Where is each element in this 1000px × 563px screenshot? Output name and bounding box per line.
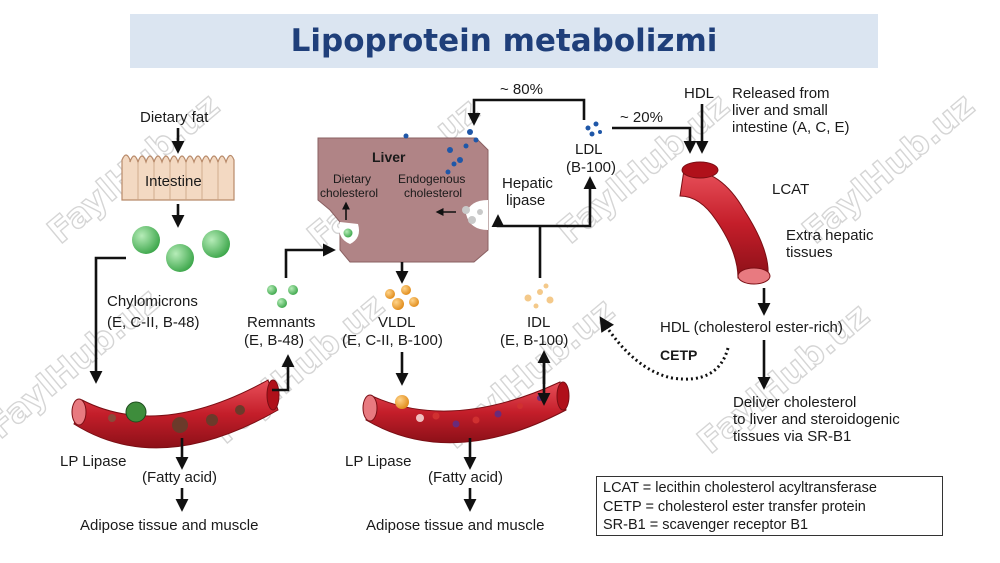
label-liver: Liver (372, 149, 406, 165)
ldl-particles-liver (403, 129, 479, 175)
label-idl: IDL (527, 314, 550, 331)
label-remnants-apo: (E, B-48) (244, 332, 304, 349)
label-remnants: Remnants (247, 314, 315, 331)
label-dietary-cholesterol-2: cholesterol (320, 186, 378, 200)
idl-particles (524, 283, 554, 309)
label-vldl-apo: (E, C-II, B-100) (342, 332, 443, 349)
label-intestine: Intestine (145, 173, 202, 190)
arrow-ldl-to-liver (467, 98, 586, 126)
legend-sr-b1: SR-B1 = scavenger receptor B1 (603, 517, 809, 533)
label-deliver-2: to liver and steroidogenic (733, 411, 900, 428)
label-hdl: HDL (684, 85, 714, 102)
label-adipose-mid: Adipose tissue and muscle (366, 517, 544, 534)
label-ldl-apo: (B-100) (566, 159, 616, 176)
liver-shape (317, 137, 489, 263)
label-endogenous-cholesterol-1: Endogenous (398, 172, 465, 186)
label-lp-lipase-left: LP Lipase (60, 453, 126, 470)
label-released-3: intestine (A, C, E) (732, 119, 850, 136)
ldl-particles (585, 121, 602, 137)
label-extra-hepatic-1: Extra hepatic (786, 227, 874, 244)
label-adipose-left: Adipose tissue and muscle (80, 517, 258, 534)
label-lcat: LCAT (772, 181, 809, 198)
label-pct-20: ~ 20% (620, 109, 663, 126)
page-title: Lipoprotein metabolizmi (290, 23, 718, 59)
title-banner: Lipoprotein metabolizmi (130, 14, 878, 68)
arrow-idl-to-ldl (540, 176, 597, 228)
chylomicron-particles (132, 226, 230, 272)
remnant-particles (267, 285, 298, 308)
label-fatty-acid-mid: (Fatty acid) (428, 469, 503, 486)
arrow-cetp (599, 316, 730, 381)
legend-lcat: LCAT = lecithin cholesterol acyltransfer… (603, 480, 877, 496)
label-endogenous-cholesterol-2: cholesterol (404, 186, 462, 200)
label-released-2: liver and small (732, 102, 828, 119)
arrow-idl-to-liver (491, 214, 540, 228)
label-pct-80: ~ 80% (500, 81, 543, 98)
label-chylomicrons-apo: (E, C-II, B-48) (107, 314, 200, 331)
vldl-particles (385, 285, 419, 310)
arrow-ldl-to-hdl-tissues (612, 126, 697, 154)
label-extra-hepatic-2: tissues (786, 244, 833, 261)
label-fatty-acid-left: (Fatty acid) (142, 469, 217, 486)
label-deliver-1: Deliver cholesterol (733, 394, 856, 411)
arrow-remnants-to-liver (284, 243, 336, 278)
label-hdl-ester: HDL (cholesterol ester-rich) (660, 319, 843, 336)
label-lp-lipase-mid: LP Lipase (345, 453, 411, 470)
blood-vessel-middle (362, 381, 570, 444)
label-ldl: LDL (575, 141, 603, 158)
label-chylomicrons: Chylomicrons (107, 293, 198, 310)
label-hepatic-lipase-2: lipase (506, 192, 545, 209)
label-hepatic-lipase-1: Hepatic (502, 175, 553, 192)
label-deliver-3: tissues via SR-B1 (733, 428, 851, 445)
intestine-villi (121, 154, 235, 201)
legend-cetp: CETP = cholesterol ester transfer protei… (603, 498, 866, 515)
blood-vessel-right (679, 161, 771, 285)
label-vldl: VLDL (378, 314, 416, 331)
arrow-chylomicrons-to-vessel (89, 256, 126, 384)
label-idl-apo: (E, B-100) (500, 332, 568, 349)
legend-box: LCAT = lecithin cholesterol acyltransfer… (596, 476, 943, 536)
arrow-vessel-to-remnants (272, 354, 295, 392)
label-cetp: CETP (660, 347, 697, 363)
label-dietary-cholesterol-1: Dietary (333, 172, 371, 186)
label-dietary-fat: Dietary fat (140, 109, 209, 126)
blood-vessel-left (71, 379, 280, 449)
label-released-1: Released from (732, 85, 830, 102)
